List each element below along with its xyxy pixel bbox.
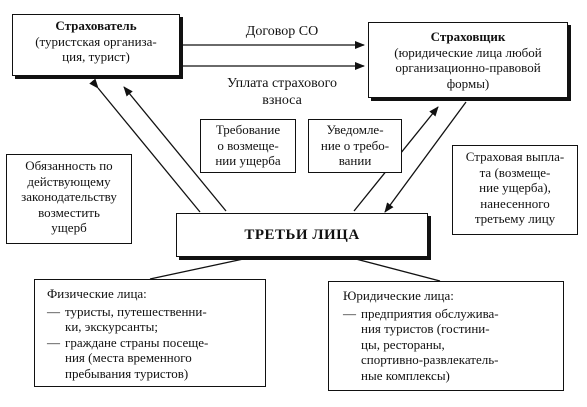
individuals-list: туристы, путешественни- ки, экскурсанты;…	[47, 304, 257, 382]
notice-line-1: Уведомле-	[326, 122, 384, 137]
policyholder-desc-2: ция, турист)	[62, 49, 130, 65]
policyholder-title: Страхователь	[55, 18, 137, 33]
obligation-line-5: ущерб	[51, 220, 87, 236]
insurer-desc-2: организационно-правовой	[395, 60, 541, 76]
payment-line-2: та (возмеще-	[479, 164, 551, 180]
obligation-line-2: действующему	[27, 173, 111, 189]
insurer-title: Страховщик	[430, 29, 506, 44]
notice-line-2: ние о требо-	[320, 137, 390, 153]
obligation-line-3: законодательству	[21, 189, 117, 205]
premium-label-1: Уплата страхового	[226, 76, 338, 91]
claim-line-1: Требование	[215, 122, 281, 137]
premium-label-2: взноса	[262, 92, 302, 108]
payment-line-1: Страховая выпла-	[465, 149, 565, 164]
obligation-box: Обязанность по действующему законодатель…	[6, 154, 132, 244]
connector-legal	[351, 257, 441, 282]
payment-line-3: ние ущерба),	[479, 180, 551, 196]
third-parties-title: ТРЕТЬИ ЛИЦА	[244, 227, 360, 243]
policyholder-box: Страхователь (туристская организа- ция, …	[12, 14, 180, 76]
legal-entities-box: Юридические лица: предприятия обслужива-…	[328, 281, 564, 391]
legal-item-line-5: ные комплексы)	[361, 367, 450, 383]
obligation-line-4: возместить	[38, 204, 100, 220]
individuals-item-2-line-3: пребывания туристов)	[65, 365, 189, 381]
individuals-item-2-line-1: граждане страны посеще-	[65, 334, 209, 350]
payment-line-4: нанесенного	[480, 195, 550, 211]
contract-label: Договор СО	[245, 24, 319, 39]
policyholder-desc-1: (туристская организа-	[35, 33, 157, 49]
notice-line-3: вании	[338, 153, 372, 169]
payment-arrow	[384, 101, 467, 213]
claim-arrow	[123, 86, 227, 212]
individuals-item-1-line-1: туристы, путешественни-	[65, 303, 207, 319]
individuals-item: туристы, путешественни- ки, экскурсанты;	[47, 304, 257, 335]
connector-individuals	[149, 257, 249, 280]
legal-item-line-1: предприятия обслужива-	[361, 305, 499, 321]
payment-line-5: третьему лицу	[474, 211, 556, 227]
claim-line-3: нии ущерба	[215, 153, 281, 169]
obligation-line-1: Обязанность по	[25, 158, 113, 173]
legal-entities-item: предприятия обслужива- ния туристов (гос…	[343, 306, 555, 384]
individuals-title: Физические лица:	[47, 286, 147, 301]
obligation-arrow	[89, 78, 201, 213]
legal-item-line-4: спортивно-развлекатель-	[361, 352, 499, 368]
legal-entities-title: Юридические лица:	[343, 288, 454, 303]
premium-label: Уплата страхового взноса	[192, 76, 372, 110]
insurer-desc-1: (юридические лица любой	[394, 44, 542, 60]
claim-line-2: о возмеще-	[217, 137, 279, 153]
claim-box: Требование о возмеще- нии ущерба	[200, 119, 296, 173]
individuals-box: Физические лица: туристы, путешественни-…	[34, 279, 266, 387]
notice-box: Уведомле- ние о требо- вании	[308, 119, 402, 173]
legal-item-line-2: ния туристов (гостини-	[361, 321, 490, 337]
payment-box: Страховая выпла- та (возмеще- ние ущерба…	[452, 145, 578, 235]
third-parties-box: ТРЕТЬИ ЛИЦА	[176, 213, 428, 257]
individuals-item-1-line-2: ки, экскурсанты;	[65, 319, 158, 335]
insurer-desc-3: формы)	[446, 75, 490, 91]
insurer-box: Страховщик (юридические лица любой орган…	[368, 22, 568, 98]
legal-item-line-3: цы, рестораны,	[361, 336, 445, 352]
individuals-item-2-line-2: ния (места временного	[65, 350, 192, 366]
legal-entities-list: предприятия обслужива- ния туристов (гос…	[343, 306, 555, 384]
individuals-item: граждане страны посеще- ния (места време…	[47, 335, 257, 382]
